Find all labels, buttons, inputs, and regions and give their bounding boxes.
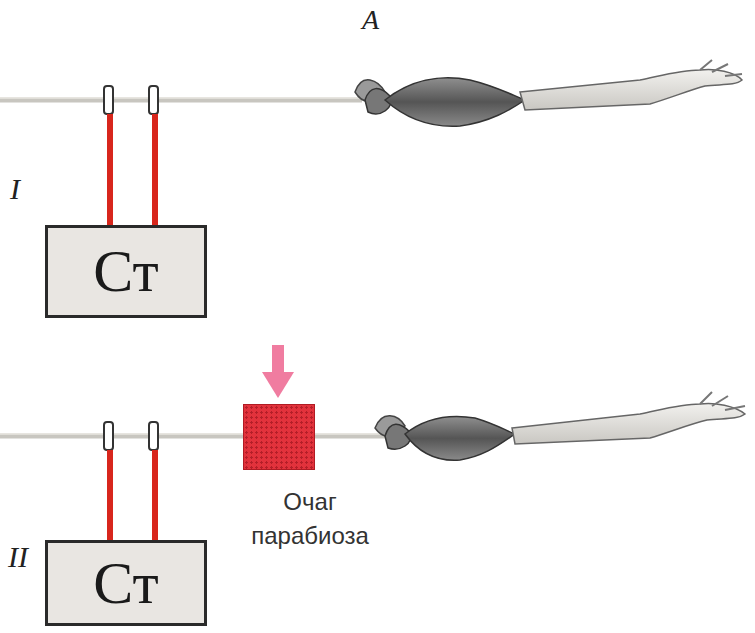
parabiosis-focus: Очаг парабиоза [243, 404, 315, 470]
muscle-preparation [355, 60, 742, 126]
wires [110, 450, 155, 542]
wires [110, 114, 155, 226]
muscle-preparation [375, 392, 745, 460]
pink-arrow [262, 345, 294, 398]
setup-two [0, 345, 745, 542]
stimulator-box: Ст [45, 540, 207, 626]
stimulator-box: Ст [45, 225, 207, 318]
nerve [0, 98, 362, 103]
nerve [0, 434, 385, 439]
electrodes [104, 422, 158, 450]
electrodes [104, 86, 158, 114]
focus-caption: Очаг парабиоза [225, 485, 395, 552]
point-label: A [362, 4, 379, 36]
setup-number: I [10, 172, 20, 206]
setup-number: II [8, 540, 28, 574]
setup-one [0, 60, 742, 226]
device-label: Ст [93, 237, 158, 306]
device-label: Ст [93, 549, 158, 618]
